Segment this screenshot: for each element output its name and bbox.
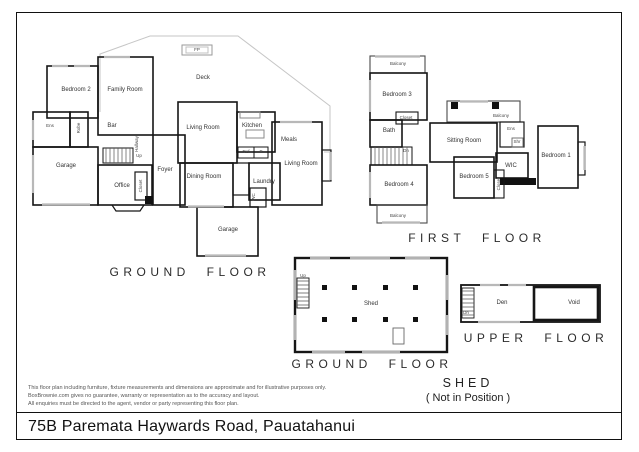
sheet-border (16, 12, 622, 440)
room-label-balcony-right: Balcony (492, 112, 510, 118)
shed-ground-floor-title: GROUND FLOOR (291, 357, 453, 371)
room-label-hallway: Hallway (133, 136, 139, 152)
property-address: 75B Paremata Haywards Road, Pauatahanui (28, 417, 356, 435)
disclaimer-text: This floor plan including furniture, fix… (28, 384, 326, 408)
room-label-family-room: Family Room (107, 87, 143, 93)
upper-stairs-dn-label: Dn (463, 309, 469, 315)
room-label-bedroom5: Bedroom 5 (459, 174, 489, 180)
fixture-label-fireplace: FP (194, 46, 200, 52)
room-label-robe: Robe (75, 122, 81, 134)
shed-caption-name: SHED (442, 376, 494, 390)
room-label-balcony-bottom: Balcony (389, 212, 407, 218)
room-label-laundry: Laundry (253, 179, 275, 185)
room-label-living-room: Living Room (186, 125, 220, 131)
room-label-ens: Ens (46, 122, 54, 128)
ground-floor-title: GROUND FLOOR (109, 265, 271, 279)
shed-upper-plan (460, 283, 601, 324)
disclaimer-line2: BoxBrownie.com gives no guarantee, warra… (28, 393, 260, 399)
stairs-up-label: Up (136, 152, 142, 158)
ground-floor-plan (31, 35, 332, 257)
fixture-label-ref: Ref (242, 148, 250, 154)
upper-floor-title: UPPER FLOOR (463, 331, 609, 345)
stairs-dn-label: Dn (403, 147, 409, 153)
room-label-balcony-top: Balcony (389, 60, 407, 66)
room-label-living-room2: Living Room (284, 161, 318, 167)
room-label-dining-room: Dining Room (186, 174, 222, 180)
shed-caption-note: ( Not in Position ) (425, 392, 511, 404)
first-floor-title: FIRST FLOOR (408, 231, 546, 245)
room-label-wic: WIC (505, 163, 517, 169)
room-label-kitchen: Kitchen (241, 123, 263, 129)
room-label-bedroom4: Bedroom 4 (384, 182, 414, 188)
room-label-foyer: Foyer (157, 167, 173, 173)
shed-stairs-up-label: Up (300, 272, 306, 278)
room-label-bath: Bath (382, 128, 396, 134)
address-bar: 75B Paremata Haywards Road, Pauatahanui (16, 412, 622, 440)
disclaimer-line3: All enquiries must be directed to the ag… (28, 401, 239, 407)
shed-ground-plan (293, 256, 449, 354)
room-label-ens-ff: Ens (507, 125, 515, 131)
room-label-den: Den (496, 300, 508, 306)
room-label-bar: Bar (107, 123, 117, 129)
fixture-label-shower: Shr (513, 138, 521, 144)
first-floor-plan (368, 55, 586, 224)
room-label-office: Office (114, 183, 130, 189)
disclaimer-line1: This floor plan including furniture, fix… (28, 385, 327, 391)
room-label-closet2: Closet (495, 177, 501, 191)
room-label-bedroom3: Bedroom 3 (382, 92, 412, 98)
room-label-wc: WC (250, 193, 256, 201)
room-label-garage: Garage (55, 163, 77, 169)
room-label-shed: Shed (363, 301, 379, 307)
room-label-meals: Meals (280, 137, 298, 143)
room-label-rear-garage: Garage (217, 227, 239, 233)
fixture-label-pantry: P (259, 148, 263, 154)
room-label-bedroom1: Bedroom 1 (541, 153, 571, 159)
room-label-closet-ff: Closet (399, 114, 413, 120)
room-label-void: Void (568, 300, 580, 306)
room-label-sitting-room: Sitting Room (446, 138, 482, 144)
room-label-deck: Deck (196, 75, 210, 81)
room-label-bedroom2: Bedroom 2 (61, 87, 91, 93)
room-label-closet: Closet (137, 179, 143, 193)
